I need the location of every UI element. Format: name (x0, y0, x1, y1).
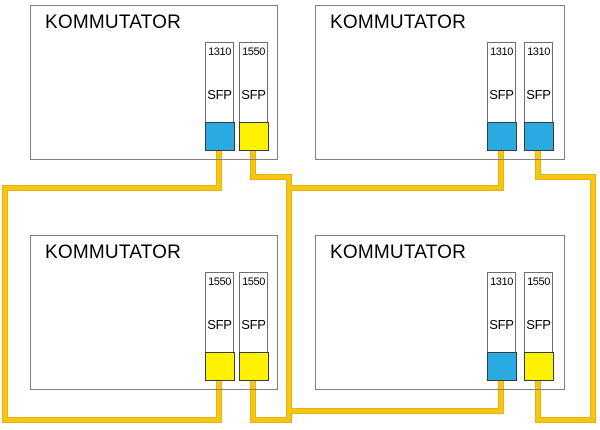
switch-title: KOMMUTATOR (45, 242, 182, 263)
switch-title: KOMMUTATOR (330, 242, 467, 263)
sfp-module-tl-port-2[interactable]: 1550 SFP (238, 42, 269, 151)
sfp-module-tl-port-1[interactable]: 1310 SFP (204, 42, 235, 151)
sfp-type-label: SFP (526, 87, 551, 102)
sfp-module-bl-port-2[interactable]: 1550 SFP (238, 272, 269, 381)
switch-bottom-left[interactable]: KOMMUTATOR (30, 235, 278, 390)
sfp-type-label: SFP (241, 87, 266, 102)
sfp-connector-tip (523, 351, 554, 381)
sfp-connector-tip (238, 351, 269, 381)
switch-top-right[interactable]: KOMMUTATOR (315, 5, 565, 160)
sfp-connector-tip (486, 351, 517, 381)
sfp-type-label: SFP (489, 317, 514, 332)
sfp-module-br-port-1[interactable]: 1310 SFP (486, 272, 517, 381)
sfp-type-label: SFP (207, 87, 232, 102)
sfp-connector-tip (523, 121, 554, 151)
sfp-wavelength-label: 1310 (208, 46, 231, 58)
sfp-connector-tip (204, 351, 235, 381)
sfp-wavelength-label: 1310 (527, 46, 550, 58)
switch-title: KOMMUTATOR (45, 12, 182, 33)
sfp-wavelength-label: 1310 (490, 276, 513, 288)
sfp-connector-tip (238, 121, 269, 151)
sfp-module-bl-port-1[interactable]: 1550 SFP (204, 272, 235, 381)
sfp-module-tr-port-2[interactable]: 1310 SFP (523, 42, 554, 151)
sfp-connector-tip (486, 121, 517, 151)
sfp-connector-tip (204, 121, 235, 151)
switch-title: KOMMUTATOR (330, 12, 467, 33)
sfp-type-label: SFP (489, 87, 514, 102)
switch-bottom-right[interactable]: KOMMUTATOR (315, 235, 565, 390)
sfp-wavelength-label: 1550 (208, 276, 231, 288)
sfp-type-label: SFP (207, 317, 232, 332)
sfp-type-label: SFP (241, 317, 266, 332)
sfp-wavelength-label: 1310 (490, 46, 513, 58)
sfp-type-label: SFP (526, 317, 551, 332)
sfp-wavelength-label: 1550 (242, 46, 265, 58)
switch-top-left[interactable]: KOMMUTATOR (30, 5, 278, 160)
sfp-wavelength-label: 1550 (527, 276, 550, 288)
sfp-module-br-port-2[interactable]: 1550 SFP (523, 272, 554, 381)
sfp-wavelength-label: 1550 (242, 276, 265, 288)
sfp-module-tr-port-1[interactable]: 1310 SFP (486, 42, 517, 151)
